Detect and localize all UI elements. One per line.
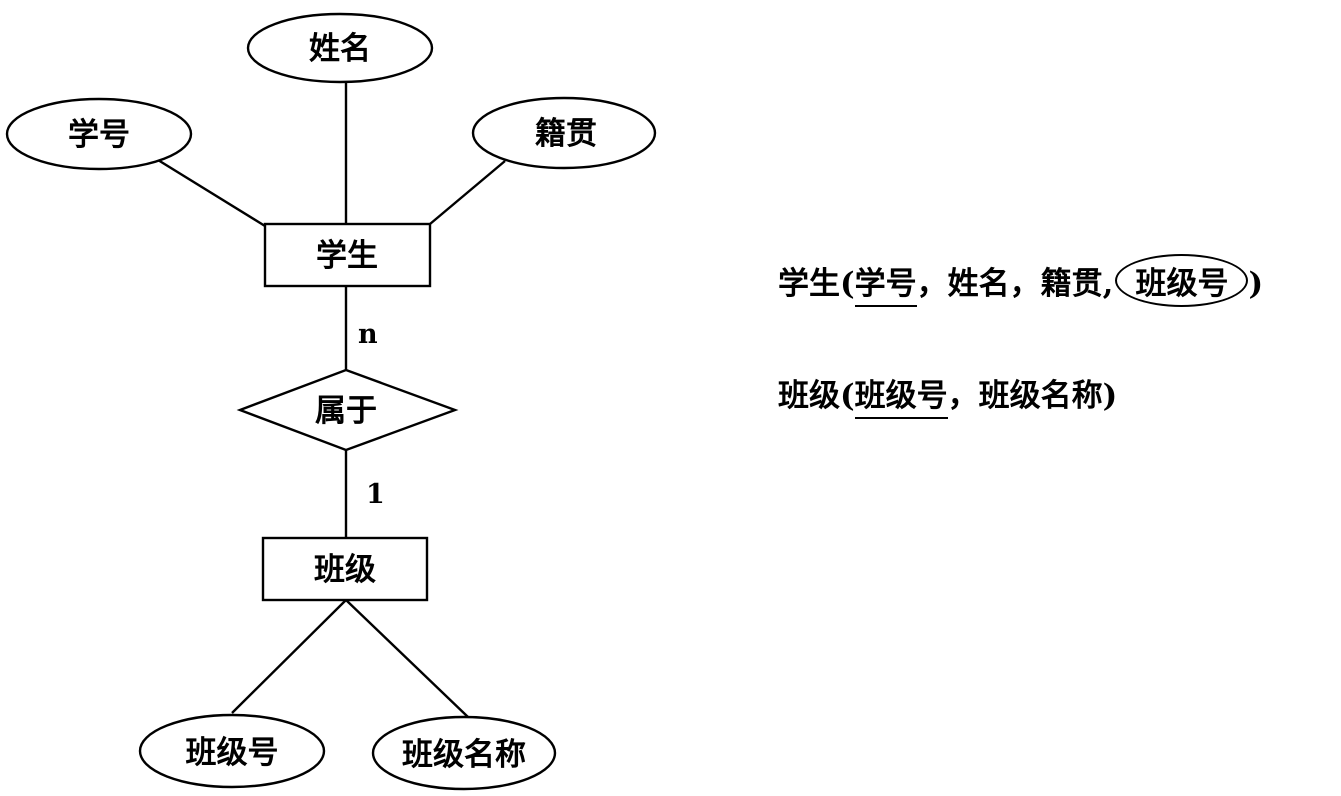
- schema-student-sep1: ，: [916, 266, 948, 302]
- schema-class: 班级(班级号，班级名称): [778, 370, 1117, 419]
- schema-class-name: 班级: [778, 378, 840, 414]
- attr-class-name-label: 班级名称: [402, 737, 526, 773]
- attr-class-no: 班级号: [138, 713, 326, 789]
- attr-hometown: 籍贯: [471, 96, 657, 170]
- schema-student-fk: 班级号: [1115, 254, 1249, 307]
- cardinality-class: 1: [366, 479, 385, 510]
- attr-student-no: 学号: [5, 97, 193, 171]
- edge-studentno-student: [157, 158, 266, 228]
- schema-class-open: (: [840, 378, 855, 414]
- entity-class: 班级: [261, 536, 429, 602]
- attr-hometown-label: 籍贯: [535, 116, 597, 152]
- edge-hometown-student: [429, 160, 506, 225]
- cardinality-student: n: [358, 319, 378, 350]
- schema-class-sep1: ，: [947, 378, 979, 414]
- attr-name: 姓名: [246, 12, 434, 84]
- schema-student-sep2: ，: [1009, 266, 1041, 302]
- edge-class-classname: [345, 599, 469, 718]
- schema-student-sep3: ,: [1102, 266, 1114, 302]
- attr-student-no-label: 学号: [68, 117, 130, 153]
- edge-class-classno: [231, 599, 347, 714]
- attr-name-label: 姓名: [309, 31, 371, 67]
- schema-student-attr1: 姓名: [947, 266, 1010, 302]
- schema-class-close: ): [1102, 378, 1118, 414]
- schema-student-name: 学生: [778, 266, 840, 302]
- attr-class-no-label: 班级号: [186, 735, 279, 771]
- schema-student-pk: 学号: [854, 258, 917, 307]
- entity-student-label: 学生: [316, 238, 378, 274]
- relationship-belongs-to: 属于: [236, 368, 459, 452]
- schema-student: 学生(学号，姓名，籍贯,班级号): [778, 254, 1263, 307]
- attr-class-name: 班级名称: [371, 715, 557, 791]
- schema-student-open: (: [840, 266, 855, 302]
- schema-student-close: ): [1248, 266, 1264, 302]
- entity-student: 学生: [263, 222, 432, 288]
- schema-class-pk: 班级号: [854, 370, 948, 419]
- relationship-label: 属于: [315, 393, 377, 429]
- schema-class-attr1: 班级名称: [978, 378, 1103, 414]
- schema-student-attr2: 籍贯: [1040, 266, 1103, 302]
- entity-class-label: 班级: [314, 552, 376, 588]
